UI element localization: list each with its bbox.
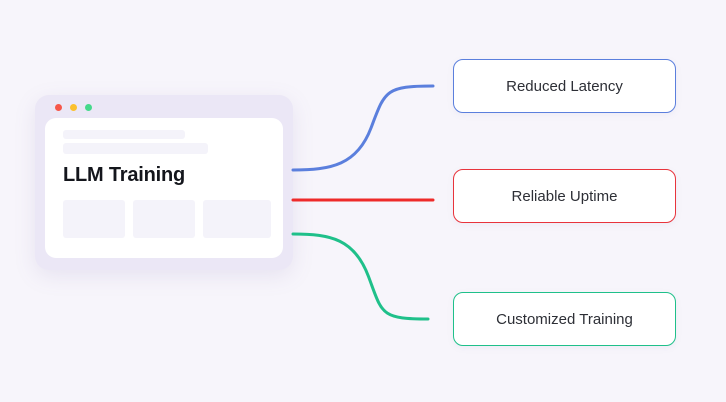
node-card-reduced-latency[interactable]: Reduced Latency [453,59,676,113]
root-node-title: LLM Training [63,164,186,186]
node-card-label: Reliable Uptime [511,187,618,205]
skeleton-bar-second [63,143,208,154]
connector-customized-training [291,232,430,321]
skeleton-box-middle [133,200,195,238]
maximize-dot-icon [85,104,92,111]
browser-page-content: LLM Training [45,118,283,258]
browser-titlebar [35,95,293,119]
connector-reduced-latency [291,84,435,172]
browser-window-mockup: LLM Training [35,95,293,270]
skeleton-box-left [63,200,125,238]
skeleton-bar-top [63,130,185,139]
close-dot-icon [55,104,62,111]
minimize-dot-icon [70,104,77,111]
node-card-customized-training[interactable]: Customized Training [453,292,676,346]
node-card-reliable-uptime[interactable]: Reliable Uptime [453,169,676,223]
node-card-label: Reduced Latency [506,77,623,95]
skeleton-box-right [203,200,271,238]
node-card-label: Customized Training [496,310,633,328]
